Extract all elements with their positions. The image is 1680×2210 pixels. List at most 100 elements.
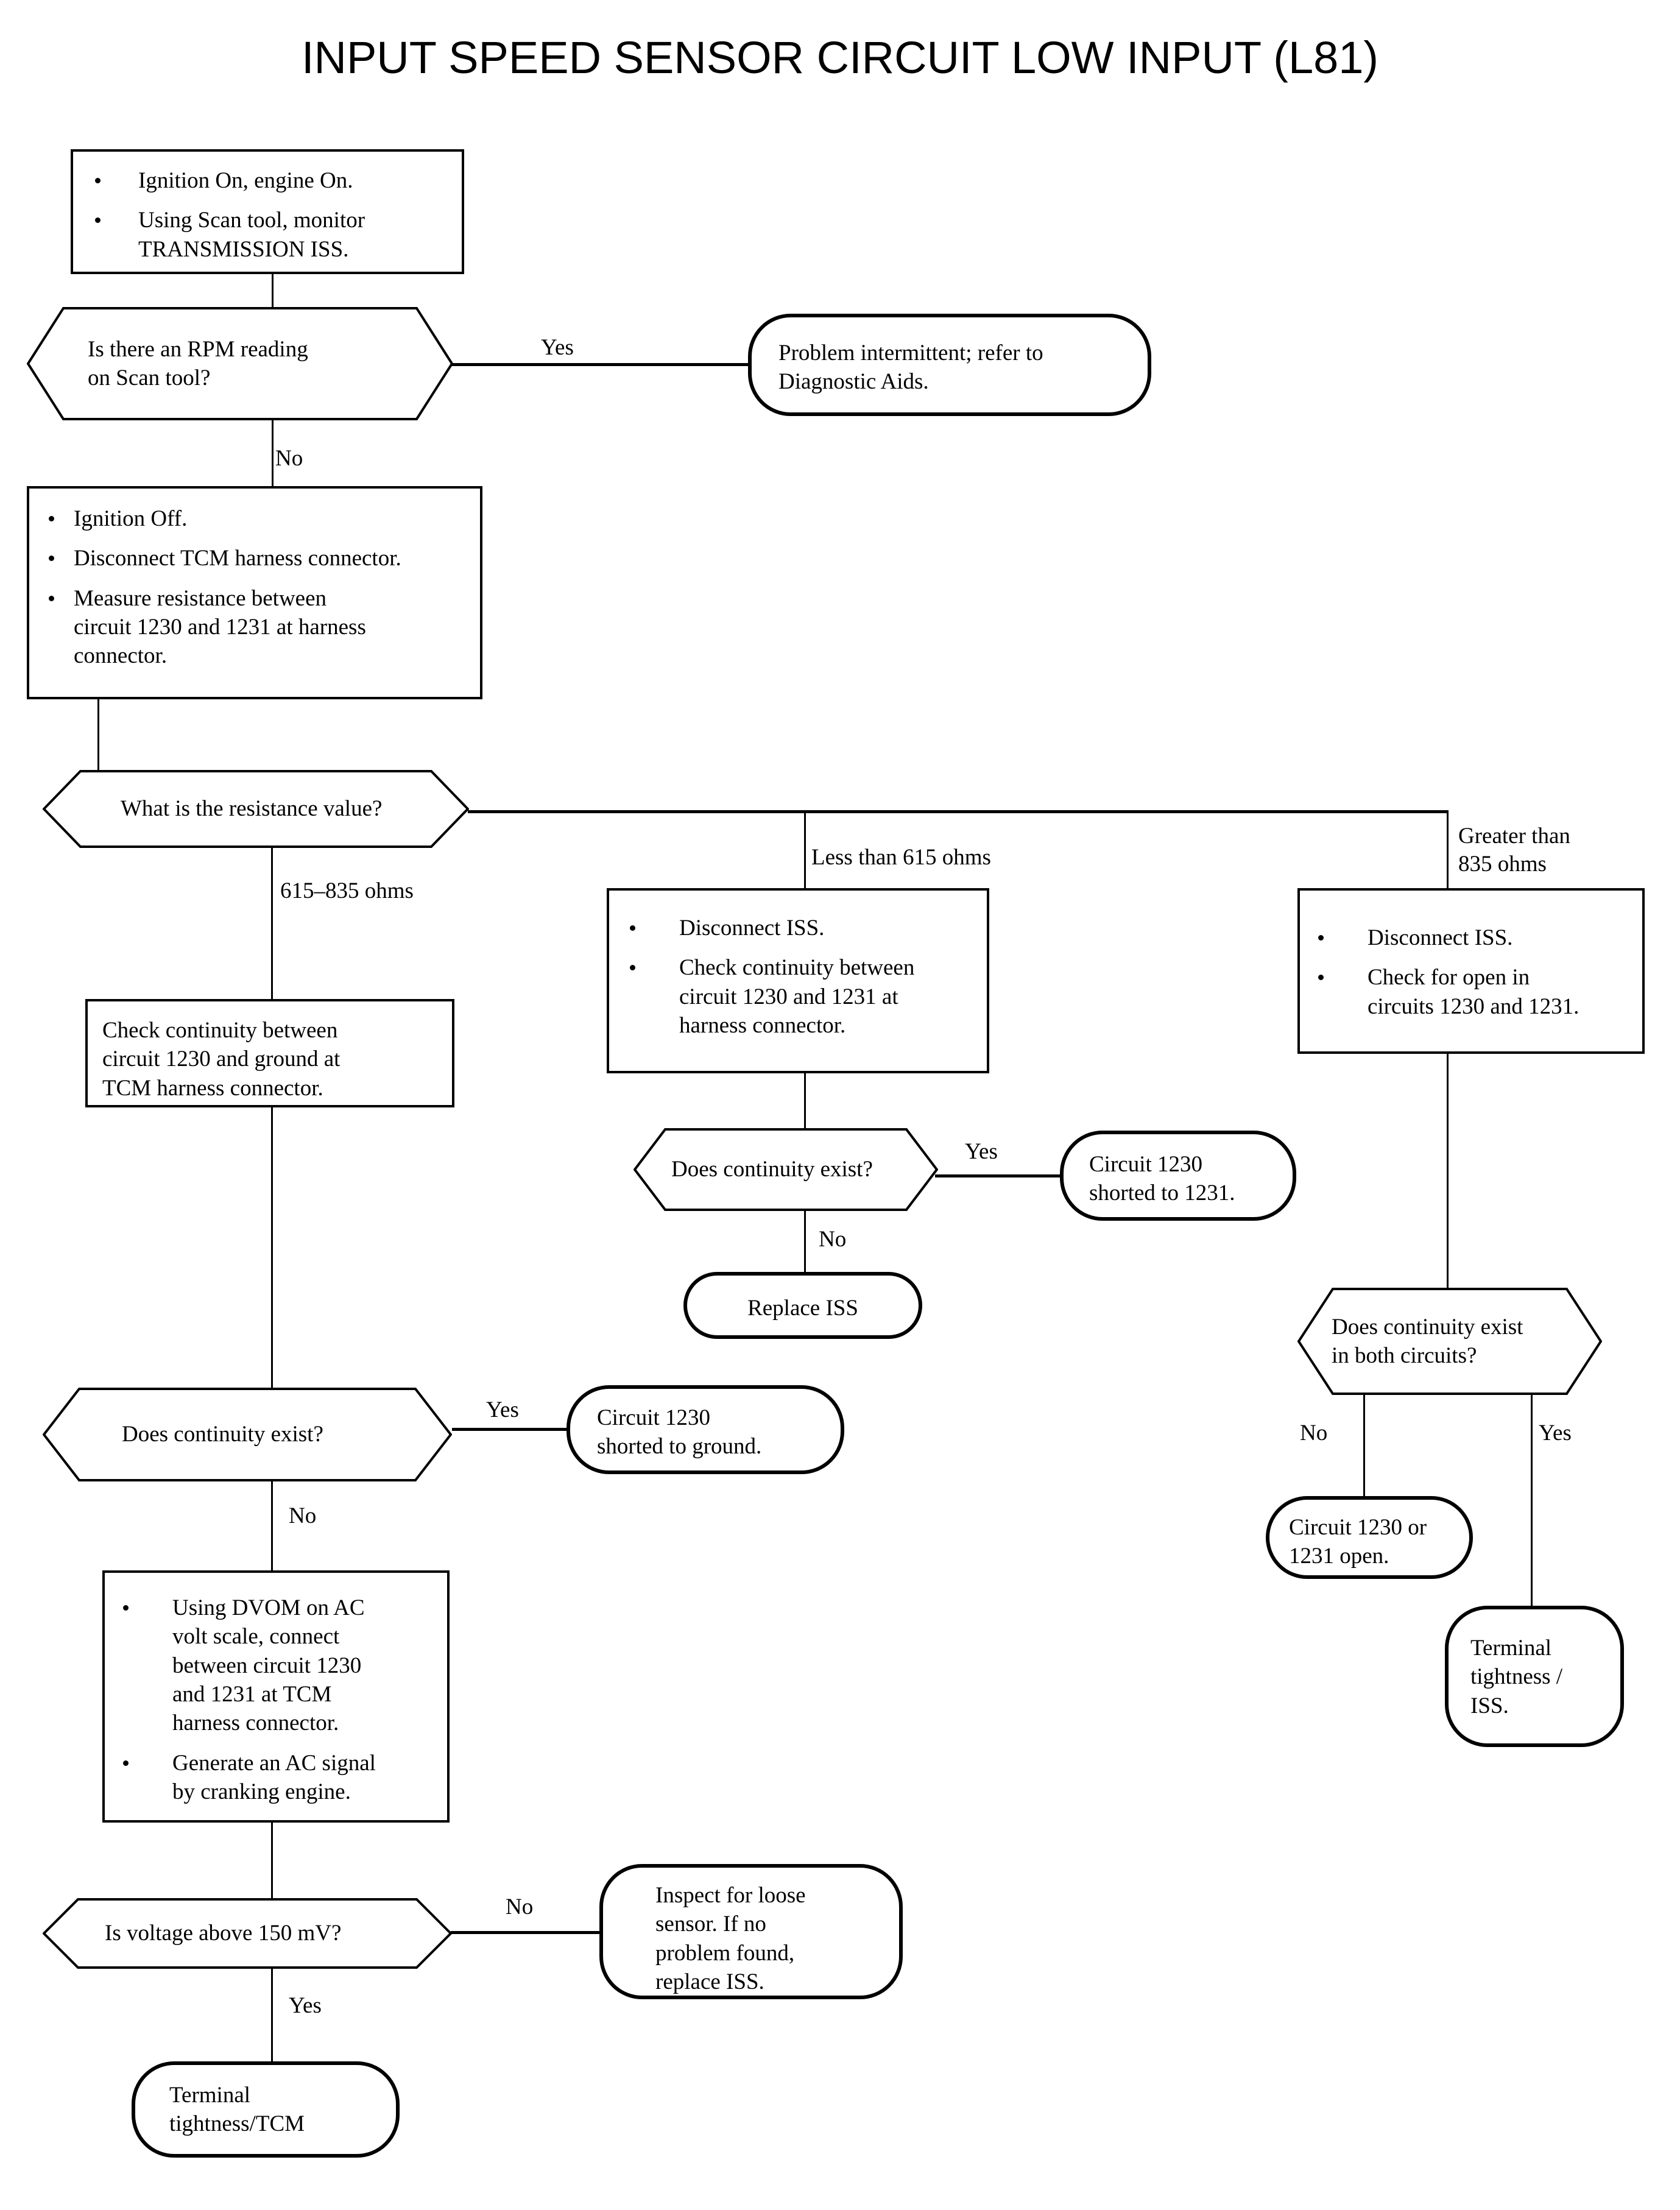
node-start-step: Ignition On, engine On. Using Scan tool,… (71, 149, 464, 274)
bullet-item: Ignition On, engine On. (95, 166, 453, 195)
connector-continuity-both-yes (1531, 1395, 1533, 1606)
bullet-item: Check for open in circuits 1230 and 1231… (1318, 963, 1635, 1021)
node-terminal-iss: Terminal tightness / ISS. (1445, 1606, 1624, 1747)
check-ground-text: Check continuity between circuit 1230 an… (102, 1018, 341, 1101)
edge-label-voltage-no: No (506, 1894, 534, 1919)
node-dvom-step: Using DVOM on AC volt scale, connect bet… (102, 1570, 450, 1823)
connector-continuity-mid-no (804, 1211, 806, 1272)
edge-label-continuity-both-yes: Yes (1539, 1421, 1572, 1446)
bullet-dot-icon (123, 1605, 129, 1611)
node-terminal-tcm: Terminal tightness/TCM (132, 2061, 400, 2158)
shorted-ground-text: Circuit 1230 shorted to ground. (597, 1405, 762, 1460)
bullet-text: Disconnect ISS. (1368, 925, 1513, 950)
bullet-text: Ignition Off. (74, 506, 188, 531)
bullet-dot-icon (49, 595, 54, 601)
bullet-text: Using Scan tool, monitor TRANSMISSION IS… (138, 208, 365, 262)
connector-discmid-to-continuitymid (804, 1073, 806, 1128)
node-continuity-question-mid: Does continuity exist? (634, 1128, 938, 1211)
continuity-both-label: Does continuity exist in both circuits? (1332, 1314, 1523, 1368)
connector-continuity-both-no (1363, 1395, 1365, 1496)
inspect-sensor-text: Inspect for loose sensor. If no problem … (655, 1883, 806, 1995)
replace-iss-text: Replace ISS (747, 1296, 858, 1321)
edge-label-continuity-both-no: No (1300, 1421, 1328, 1446)
connector-rpm-yes (452, 363, 755, 366)
hexagon-shape (1297, 1288, 1602, 1395)
connector-measure-to-resistance (97, 699, 99, 772)
connector-continuity-left-no (271, 1481, 273, 1570)
resistance-question-label: What is the resistance value? (121, 796, 383, 822)
bullet-item: Generate an AC signal by cranking engine… (123, 1749, 440, 1807)
page-title: INPUT SPEED SENSOR CIRCUIT LOW INPUT (L8… (301, 32, 1379, 83)
connector-rpm-no (272, 420, 274, 488)
disconnect-iss-right-bullets: Disconnect ISS. Check for open in circui… (1318, 923, 1635, 1021)
edge-label-continuity-mid-yes: Yes (965, 1139, 998, 1164)
bullet-item: Using Scan tool, monitor TRANSMISSION IS… (95, 206, 453, 264)
connector-dvom-to-voltage (271, 1823, 273, 1898)
node-intermittent: Problem intermittent; refer to Diagnosti… (748, 314, 1151, 416)
bullet-dot-icon (630, 965, 635, 971)
node-continuity-question-left: Does continuity exist? (43, 1388, 452, 1481)
edge-label-continuity-mid-no: No (819, 1227, 847, 1252)
bullet-text: Ignition On, engine On. (138, 168, 353, 193)
bullet-dot-icon (95, 178, 101, 183)
node-check-ground: Check continuity between circuit 1230 an… (85, 999, 454, 1107)
connector-continuity-left-yes (452, 1428, 570, 1431)
node-inspect-sensor: Inspect for loose sensor. If no problem … (599, 1864, 903, 1999)
connector-resistance-right-trunk (468, 810, 1449, 813)
connector-resistance-mid (271, 847, 273, 999)
bullet-dot-icon (49, 516, 54, 521)
bullet-dot-icon (1318, 975, 1324, 981)
node-shorted-ground: Circuit 1230 shorted to ground. (566, 1385, 844, 1474)
node-rpm-question: Is there an RPM reading on Scan tool? (27, 307, 453, 420)
node-disconnect-iss-right: Disconnect ISS. Check for open in circui… (1297, 888, 1645, 1054)
bullet-text: Check continuity between circuit 1230 an… (679, 955, 915, 1039)
intermittent-text: Problem intermittent; refer to Diagnosti… (778, 341, 1043, 395)
connector-voltage-yes (271, 1969, 273, 2061)
hexagon-shape (43, 770, 469, 848)
connector-start-to-rpm (272, 273, 274, 307)
node-resistance-question: What is the resistance value? (43, 770, 469, 848)
bullet-dot-icon (95, 217, 101, 224)
edge-label-res-less615: Less than 615 ohms (811, 845, 991, 870)
shorted-1231-text: Circuit 1230 shorted to 1231. (1089, 1152, 1235, 1206)
node-shorted-1231: Circuit 1230 shorted to 1231. (1060, 1131, 1296, 1221)
bullet-text: Using DVOM on AC volt scale, connect bet… (172, 1595, 365, 1736)
edge-label-rpm-no: No (275, 446, 303, 471)
bullet-text: Check for open in circuits 1230 and 1231… (1368, 965, 1579, 1019)
bullet-item: Disconnect ISS. (630, 914, 979, 942)
bullet-text: Measure resistance between circuit 1230 … (74, 585, 366, 669)
bullet-text: Disconnect TCM harness connector. (74, 546, 401, 571)
node-replace-iss: Replace ISS (683, 1272, 922, 1339)
connector-resistance-less615 (804, 810, 806, 888)
edge-label-rpm-yes: Yes (541, 335, 574, 360)
bullet-dot-icon (123, 1760, 129, 1766)
bullet-item: Using DVOM on AC volt scale, connect bet… (123, 1594, 440, 1738)
terminal-tcm-text: Terminal tightness/TCM (169, 2083, 305, 2137)
continuity-left-label: Does continuity exist? (122, 1422, 323, 1447)
bullet-dot-icon (630, 925, 635, 931)
disconnect-iss-mid-bullets: Disconnect ISS. Check continuity between… (630, 914, 979, 1040)
node-measure-resistance: Ignition Off. Disconnect TCM harness con… (27, 486, 482, 699)
hexagon-shape (634, 1128, 938, 1211)
edge-label-voltage-yes: Yes (289, 1993, 322, 2018)
bullet-item: Disconnect ISS. (1318, 923, 1635, 952)
edge-label-res-greater835: Greater than 835 ohms (1458, 824, 1570, 877)
edge-label-continuity-left-yes: Yes (486, 1397, 519, 1422)
bullet-item: Check continuity between circuit 1230 an… (630, 953, 979, 1040)
bullet-item: Measure resistance between circuit 1230 … (49, 584, 473, 671)
bullet-item: Ignition Off. (49, 504, 473, 533)
dvom-step-bullets: Using DVOM on AC volt scale, connect bet… (123, 1594, 440, 1807)
rpm-question-label: Is there an RPM reading on Scan tool? (88, 336, 308, 390)
node-voltage-question: Is voltage above 150 mV? (43, 1898, 452, 1969)
connector-resistance-greater835 (1447, 810, 1449, 888)
node-circuit-open: Circuit 1230 or 1231 open. (1266, 1496, 1473, 1579)
node-continuity-both-question: Does continuity exist in both circuits? (1297, 1288, 1602, 1395)
bullet-text: Generate an AC signal by cranking engine… (172, 1750, 376, 1805)
circuit-open-text: Circuit 1230 or 1231 open. (1289, 1515, 1427, 1569)
hexagon-shape (43, 1388, 452, 1481)
bullet-dot-icon (1318, 935, 1324, 941)
hexagon-shape (27, 307, 453, 420)
connector-voltage-no (451, 1931, 599, 1934)
connector-continuity-mid-yes (935, 1174, 1063, 1177)
